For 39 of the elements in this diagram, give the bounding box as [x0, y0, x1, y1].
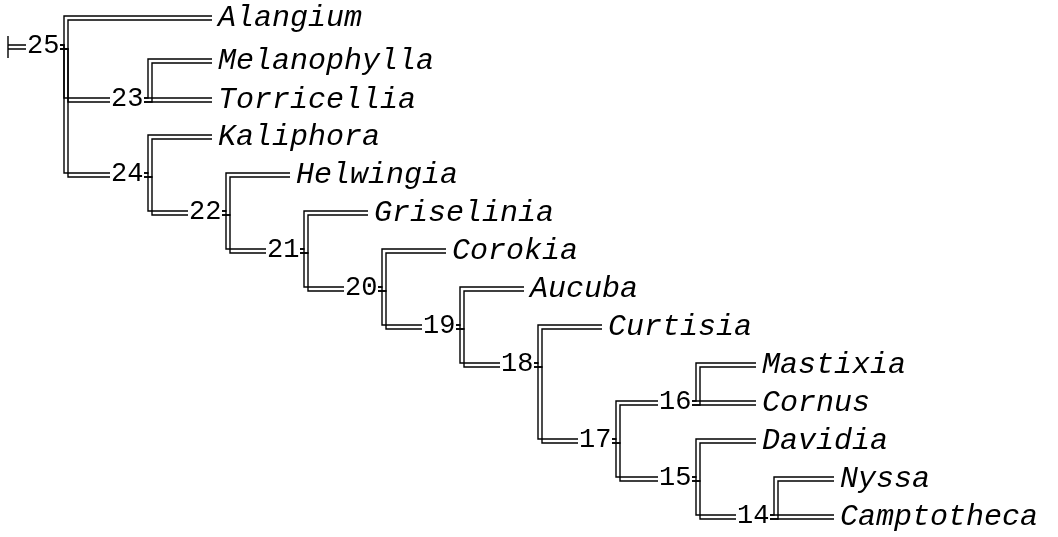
clade-number: 15 [658, 464, 693, 494]
clade-number: 19 [422, 312, 457, 342]
taxon-label: Mastixia [762, 348, 907, 382]
taxon-label: Helwingia [296, 158, 459, 192]
tree-branch [299, 248, 345, 292]
tree-branch [691, 476, 737, 520]
clade-number: 24 [110, 160, 145, 190]
clade-number: 21 [266, 236, 301, 266]
clade-number: 20 [344, 274, 379, 304]
tree-branch [769, 514, 835, 520]
taxon-label: Melanophylla [218, 44, 435, 78]
tree-branch [611, 438, 659, 482]
taxon-label: Nyssa [840, 462, 930, 496]
clade-number: 14 [736, 502, 771, 532]
tree-branch [143, 97, 213, 103]
clade-number: 16 [658, 388, 693, 418]
tree-branch [143, 172, 189, 216]
tree-branch [377, 286, 423, 330]
clade-number: 17 [578, 426, 613, 456]
taxon-label: Camptotheca [840, 500, 1039, 534]
tree-branch [59, 44, 111, 178]
tree-branch [455, 324, 501, 368]
tree-branch [221, 210, 267, 254]
taxon-label: Griselinia [374, 196, 555, 230]
tree-branch [691, 400, 757, 406]
clade-number: 18 [500, 350, 535, 380]
taxon-label: Corokia [452, 234, 579, 268]
taxon-label: Curtisia [608, 310, 753, 344]
taxon-label: Cornus [762, 386, 871, 420]
tree-branch [533, 362, 579, 444]
taxon-label: Kaliphora [218, 120, 381, 154]
clade-number: 23 [110, 85, 145, 115]
clade-number: 25 [26, 32, 61, 62]
taxon-label: Torricellia [218, 83, 417, 117]
tree-branch [7, 35, 27, 59]
taxon-label: Alangium [218, 1, 363, 35]
taxon-label: Aucuba [530, 272, 639, 306]
taxon-label: Davidia [762, 424, 889, 458]
clade-number: 22 [188, 198, 223, 228]
